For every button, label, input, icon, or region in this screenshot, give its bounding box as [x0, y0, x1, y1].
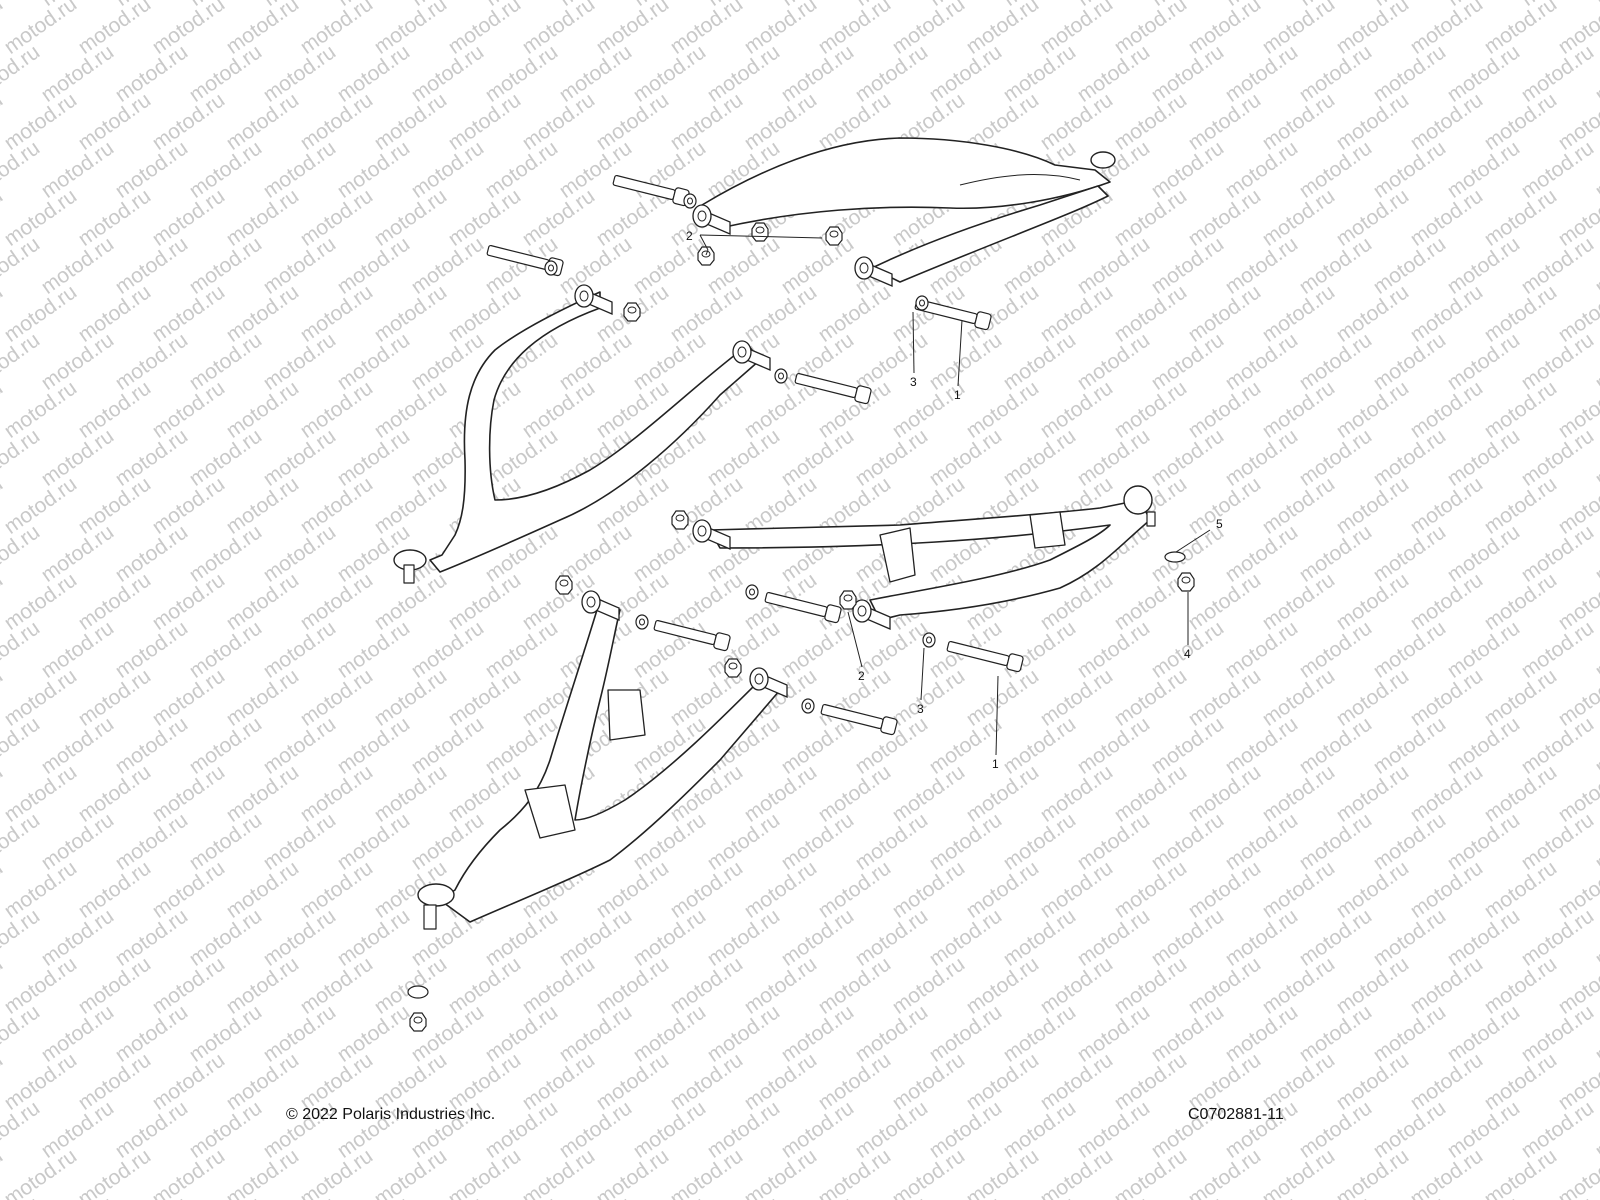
figure-code: C0702881-11 — [1188, 1106, 1284, 1123]
upper-a-arm-front — [393, 291, 761, 584]
copyright-text: © 2022 Polaris Industries Inc. — [286, 1106, 496, 1123]
lower-a-arm-rear — [709, 485, 1156, 621]
callout-5: 5 — [1216, 517, 1223, 531]
callout-2-lower: 2 — [858, 669, 865, 683]
leader-lines — [699, 234, 1211, 756]
callout-1-upper: 1 — [954, 388, 961, 402]
callout-3-lower: 3 — [917, 702, 924, 716]
callout-1-lower: 1 — [992, 757, 999, 771]
callout-4: 4 — [1184, 647, 1191, 661]
callout-3-upper: 3 — [910, 375, 917, 389]
bushing-lower-rear-front — [692, 519, 731, 550]
callouts: 2 3 1 5 4 2 3 1 — [686, 229, 1223, 771]
lower-a-arm-front — [417, 599, 781, 930]
upper-a-arm-rear — [701, 137, 1116, 283]
callout-2-upper: 2 — [686, 229, 693, 243]
washers — [407, 193, 1186, 999]
